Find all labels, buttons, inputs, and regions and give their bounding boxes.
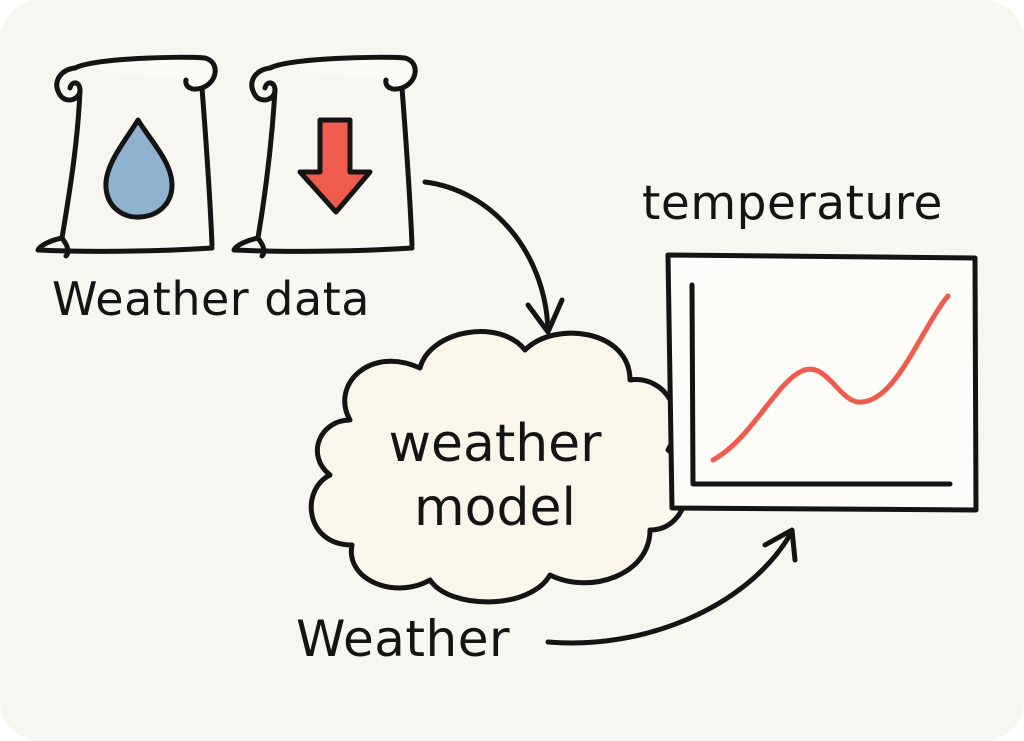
scroll-icon-right <box>231 54 418 259</box>
line-chart-icon <box>665 252 979 513</box>
weather-label: Weather <box>296 610 511 668</box>
water-drop-icon <box>103 117 175 220</box>
scroll-icon-left <box>35 54 218 259</box>
weather-data-label: Weather data <box>52 272 370 326</box>
down-arrow-icon <box>297 117 373 215</box>
weather-model-label: weather model <box>320 412 670 540</box>
curved-arrow-to-chart <box>545 527 798 646</box>
curved-arrow-to-model <box>422 179 565 335</box>
weather-model-label-line1: weather <box>388 414 602 474</box>
weather-model-label-line2: model <box>414 478 576 538</box>
cloud-shape <box>308 329 690 605</box>
temperature-label: temperature <box>642 176 943 231</box>
